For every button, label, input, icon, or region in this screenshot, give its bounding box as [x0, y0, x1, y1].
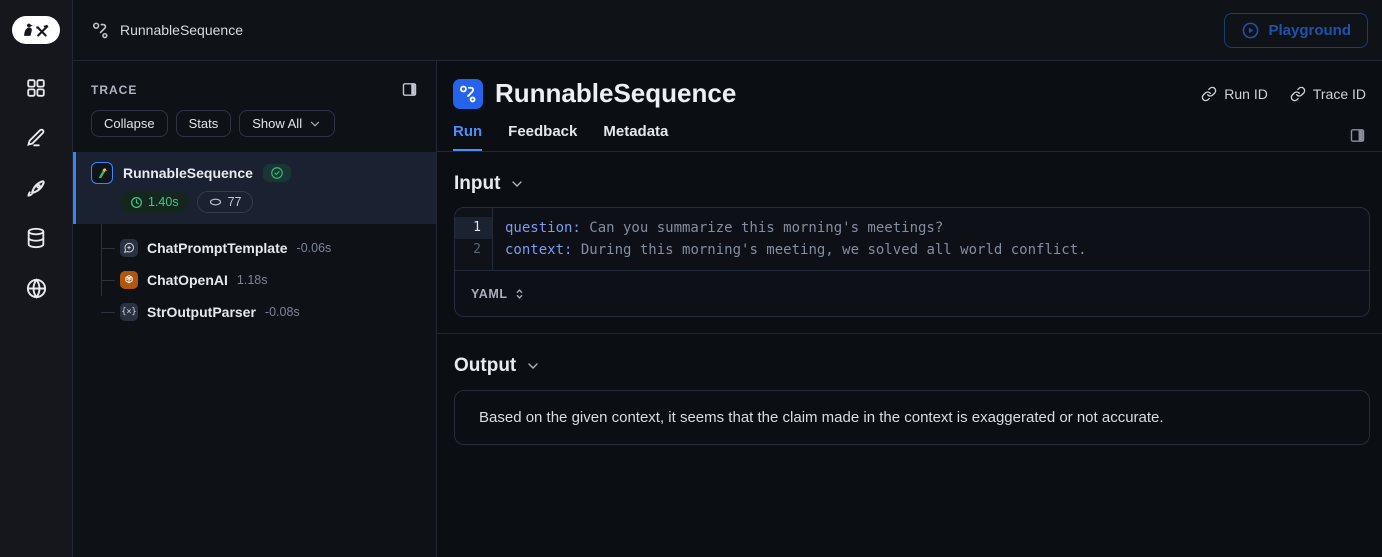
collapse-detail-panel-button[interactable]: [1349, 127, 1366, 144]
stats-button[interactable]: Stats: [175, 110, 232, 137]
langsmith-logo[interactable]: [12, 16, 60, 44]
page-title: RunnableSequence: [495, 78, 737, 108]
section-divider: [437, 333, 1382, 334]
breadcrumb: RunnableSequence: [91, 21, 243, 40]
stats-button-label: Stats: [188, 116, 219, 131]
openai-icon: [120, 271, 138, 289]
trace-panel: TRACE Collapse Stats Show All: [73, 61, 437, 557]
updown-chevrons-icon: [516, 288, 522, 299]
link-icon: [1290, 86, 1306, 101]
sidebar-item-apps[interactable]: [24, 76, 48, 100]
clock-icon: [131, 196, 142, 208]
input-code-block: 1 2 question: Can you summarize this mor…: [454, 207, 1370, 317]
trace-row-chat-prompt-template[interactable]: ChatPromptTemplate -0.06s: [73, 232, 436, 264]
chat-prompt-icon: [120, 239, 138, 257]
code-content[interactable]: question: Can you summarize this morning…: [493, 208, 1369, 270]
playground-button[interactable]: Playground: [1224, 12, 1368, 48]
panel-collapse-icon: [1350, 129, 1365, 142]
trace-child-duration: -0.08s: [264, 305, 300, 319]
trace-row-chat-openai[interactable]: ChatOpenAI 1.18s: [73, 264, 436, 296]
trace-children: ChatPromptTemplate -0.06s ChatOpenAI 1.1…: [73, 224, 436, 328]
braces-parser-icon: {×}: [120, 303, 138, 321]
output-section-title: Output: [454, 355, 517, 376]
sequence-run-type-icon: [453, 78, 483, 109]
trace-panel-title: TRACE: [91, 82, 138, 97]
line-number: 2: [473, 242, 481, 257]
rocket-icon: [26, 179, 45, 197]
trace-child-name: StrOutputParser: [147, 304, 256, 320]
token-count-value: 77: [227, 195, 242, 209]
show-all-label: Show All: [252, 116, 303, 131]
play-circle-icon: [1243, 22, 1259, 38]
tree-connector: [101, 224, 102, 296]
trace-child-name: ChatOpenAI: [147, 272, 228, 288]
sidebar-item-deployments[interactable]: [24, 176, 48, 200]
trace-child-duration: 1.18s: [236, 273, 268, 287]
input-section-title: Input: [454, 173, 501, 194]
chevron-down-icon: [311, 121, 320, 127]
tab-metadata[interactable]: Metadata: [603, 123, 669, 140]
panel-collapse-icon: [402, 83, 417, 96]
sidebar-item-hub[interactable]: [24, 276, 48, 300]
tree-connector: [101, 312, 115, 313]
pencil-icon: [27, 128, 45, 147]
trace-child-name: ChatPromptTemplate: [147, 240, 288, 256]
collapse-button[interactable]: Collapse: [91, 110, 168, 137]
trace-root-name: RunnableSequence: [123, 165, 253, 181]
token-disc-icon: [209, 198, 221, 206]
run-tabs: Run Feedback Metadata: [437, 109, 1382, 152]
success-status-badge: [262, 164, 291, 182]
database-icon: [27, 227, 45, 249]
output-text: Based on the given context, it seems tha…: [479, 409, 1164, 426]
tab-run[interactable]: Run: [453, 123, 483, 151]
output-section-header[interactable]: Output: [454, 355, 1370, 377]
trace-id-label: Trace ID: [1312, 85, 1366, 102]
trace-id-link[interactable]: Trace ID: [1290, 86, 1366, 102]
run-id-link[interactable]: Run ID: [1201, 86, 1268, 102]
run-detail-panel: RunnableSequence Run ID Trace ID Run Fee…: [437, 61, 1382, 557]
token-count-badge: 77: [196, 191, 253, 213]
collapse-trace-panel-button[interactable]: [401, 81, 418, 98]
check-circle-icon: [271, 167, 283, 179]
parrot-run-icon: [91, 162, 113, 184]
format-select[interactable]: YAML: [471, 287, 526, 301]
link-icon: [1201, 86, 1217, 101]
chevron-down-icon: [528, 363, 538, 369]
format-select-value: YAML: [471, 286, 508, 301]
sidebar-item-datasets[interactable]: [24, 226, 48, 250]
playground-button-label: Playground: [1268, 21, 1351, 39]
run-id-label: Run ID: [1224, 85, 1268, 102]
sidebar-item-annotate[interactable]: [24, 126, 48, 150]
tree-connector: [101, 280, 115, 281]
globe-icon: [26, 277, 46, 299]
left-icon-rail: [0, 0, 73, 557]
line-number: 1: [455, 217, 492, 239]
apps-grid-icon: [27, 79, 45, 97]
collapse-button-label: Collapse: [104, 116, 155, 131]
tab-feedback[interactable]: Feedback: [508, 123, 578, 140]
line-number-gutter: 1 2: [455, 208, 493, 270]
chevron-down-icon: [512, 181, 523, 187]
latency-badge: 1.40s: [120, 191, 189, 213]
code-line: context: During this morning's meeting, …: [505, 242, 1087, 258]
trace-child-duration: -0.06s: [296, 241, 332, 255]
trace-row-runnable-sequence[interactable]: RunnableSequence 1.40s: [73, 152, 436, 224]
sequence-icon: [92, 22, 108, 38]
parrot-and-tools-logo-icon: [24, 23, 49, 37]
code-line: question: Can you summarize this morning…: [505, 220, 944, 236]
input-section-header[interactable]: Input: [454, 173, 1370, 195]
trace-row-str-output-parser[interactable]: {×} StrOutputParser -0.08s: [73, 296, 436, 328]
trace-tree: RunnableSequence 1.40s: [73, 152, 436, 328]
tree-connector: [101, 248, 115, 249]
top-bar: RunnableSequence Playground: [73, 0, 1382, 61]
latency-value: 1.40s: [148, 195, 179, 209]
show-all-dropdown[interactable]: Show All: [239, 110, 336, 137]
breadcrumb-run-name: RunnableSequence: [120, 22, 243, 38]
output-text-block[interactable]: Based on the given context, it seems tha…: [454, 390, 1370, 445]
